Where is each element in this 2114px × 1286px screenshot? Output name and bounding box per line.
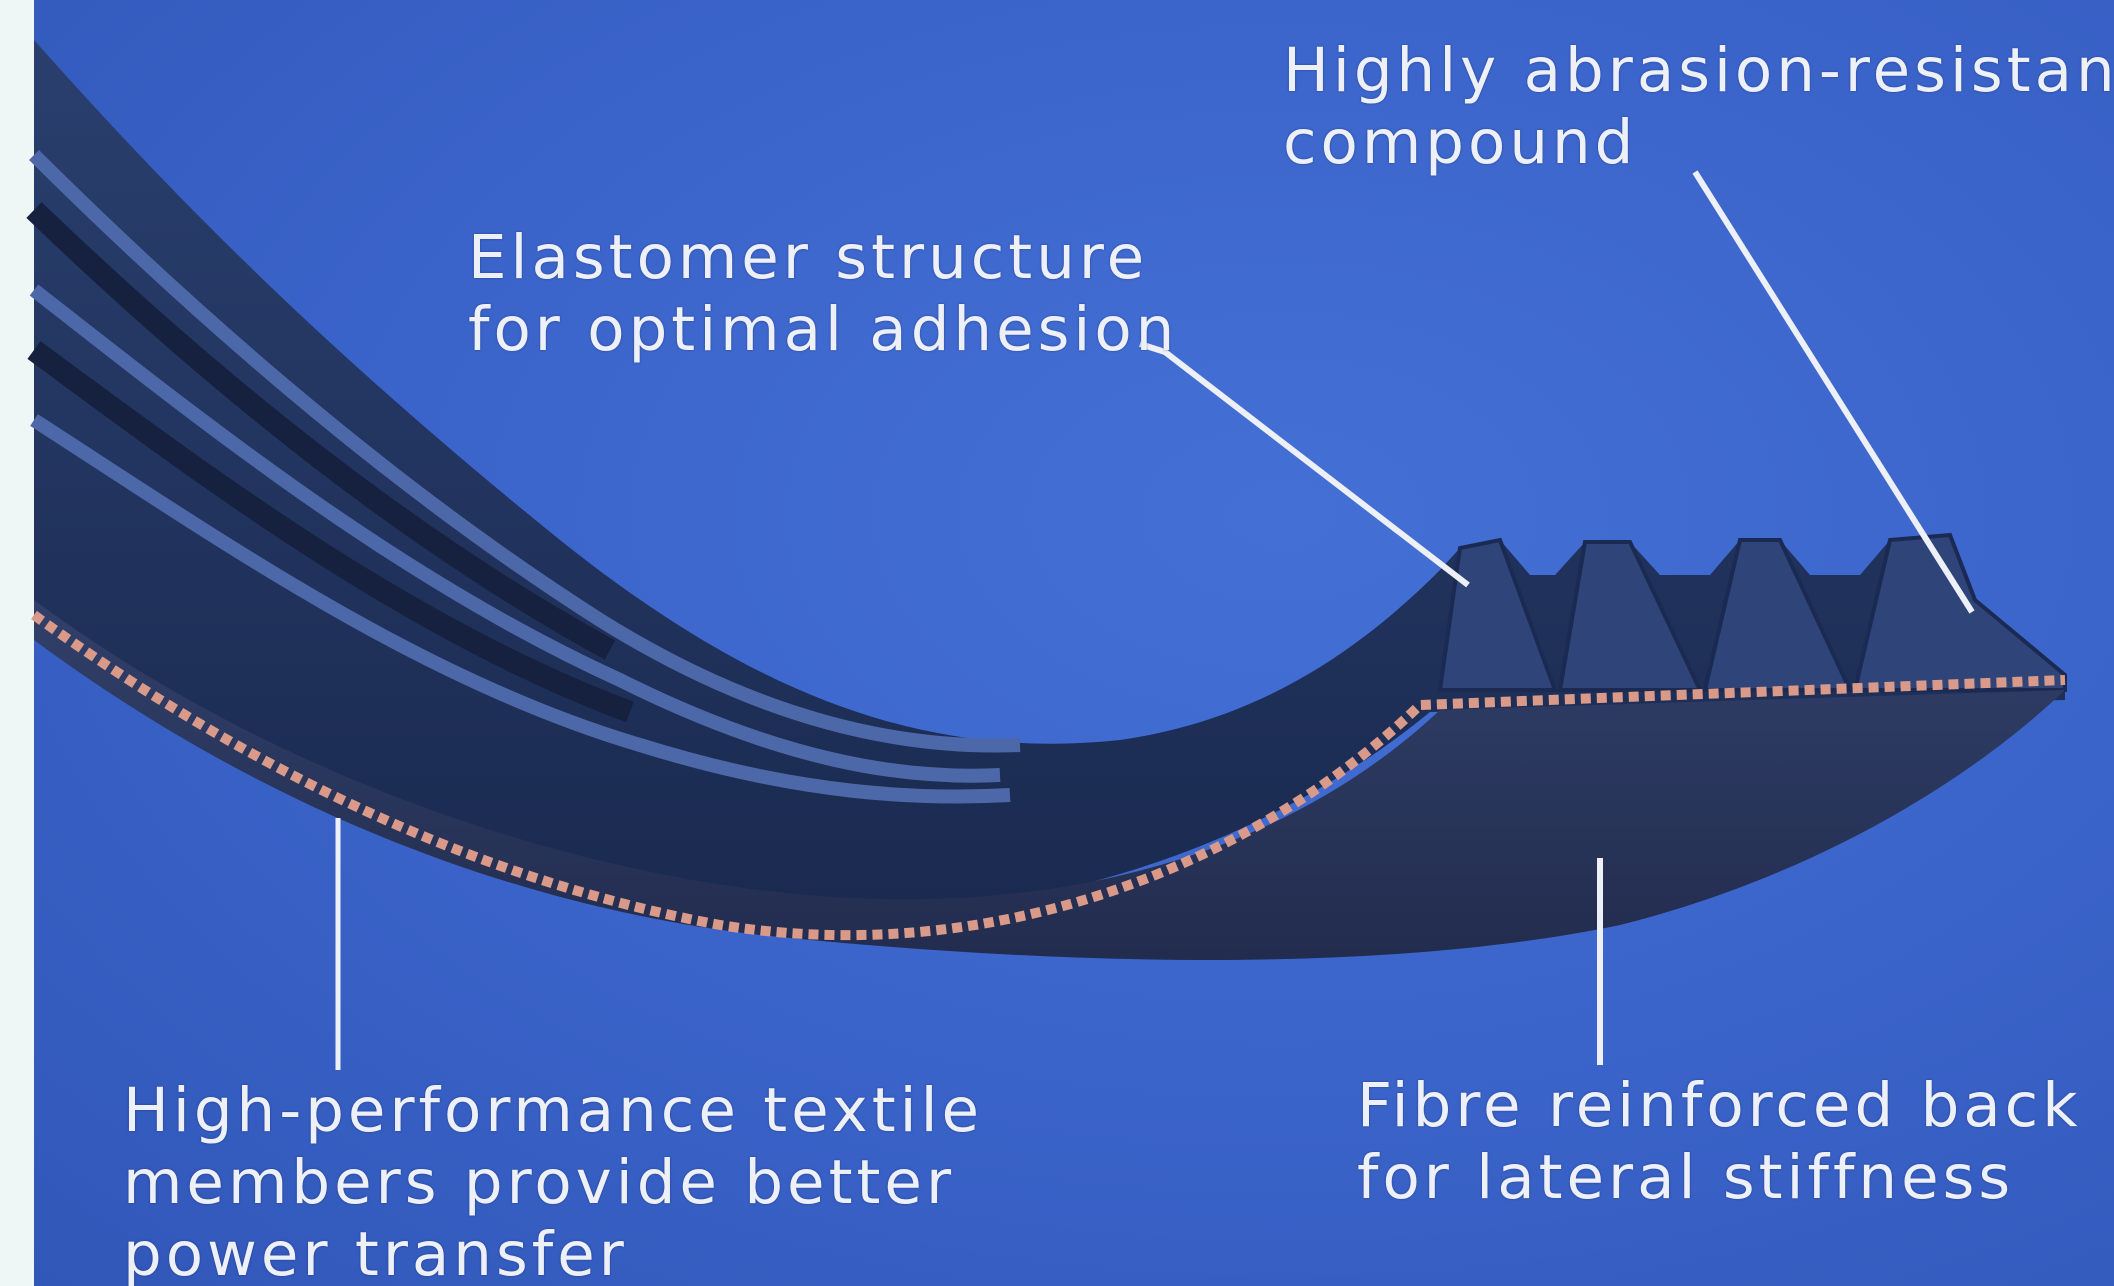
label-abrasion-resistant-compound: Highly abrasion-resistant compound	[1283, 35, 2114, 179]
label-line: compound	[1283, 107, 2114, 179]
label-line: High-performance textile	[123, 1075, 983, 1147]
rib-teeth-section	[1855, 535, 2065, 690]
label-line: for optimal adhesion	[468, 294, 1178, 366]
label-line: power transfer	[123, 1219, 983, 1286]
label-line: members provide better	[123, 1147, 983, 1219]
label-fibre-reinforced-back: Fibre reinforced back for lateral stiffn…	[1357, 1070, 2082, 1214]
label-elastomer-structure: Elastomer structure for optimal adhesion	[468, 222, 1178, 366]
label-line: for lateral stiffness	[1357, 1142, 2082, 1214]
label-line: Highly abrasion-resistant	[1283, 35, 2114, 107]
label-line: Elastomer structure	[468, 222, 1178, 294]
label-textile-members: High-performance textile members provide…	[123, 1075, 983, 1286]
leader-line-elastomer	[1140, 344, 1468, 585]
label-line: Fibre reinforced back	[1357, 1070, 2082, 1142]
